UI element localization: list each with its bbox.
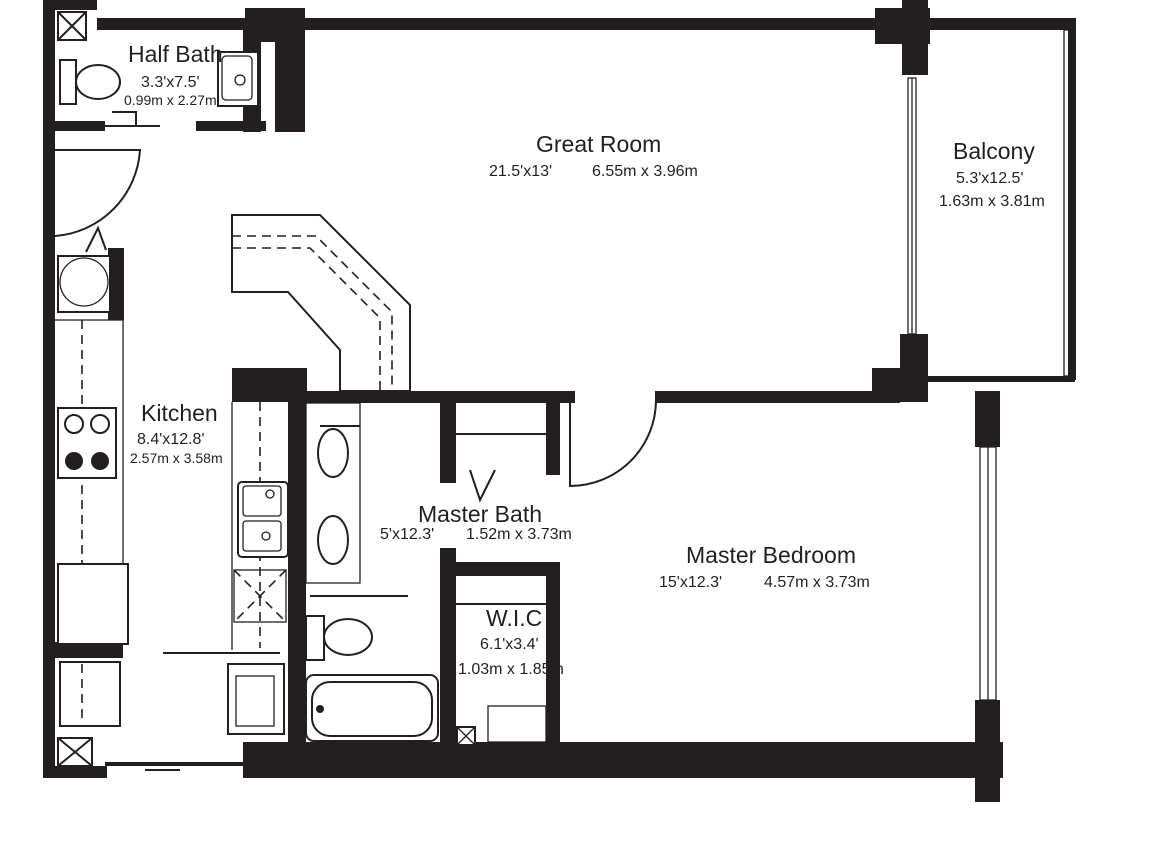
master-bedroom-name: Master Bedroom xyxy=(686,542,857,568)
bar-counter xyxy=(231,214,411,392)
stove-icon xyxy=(57,407,117,479)
shaft-icon xyxy=(57,11,476,767)
kitchen-imperial: 8.4'x12.8' xyxy=(137,431,205,448)
wic-name: W.I.C xyxy=(486,605,543,631)
half-bath-name: Half Bath xyxy=(128,41,223,67)
great-room-imperial: 21.5'x13' xyxy=(489,163,553,180)
great-room-metric: 6.55m x 3.96m xyxy=(592,163,698,180)
windows xyxy=(292,29,1073,701)
kitchen-metric: 2.57m x 3.58m xyxy=(130,450,223,466)
wic-metric: 1.03m x 1.85m xyxy=(458,661,564,678)
washer-icon xyxy=(57,225,111,313)
master-bath-metric: 1.52m x 3.73m xyxy=(466,526,572,543)
walls xyxy=(43,0,1076,802)
half-bath-imperial: 3.3'x7.5' xyxy=(141,74,200,91)
balcony-imperial: 5.3'x12.5' xyxy=(956,170,1024,187)
great-room-name: Great Room xyxy=(536,131,662,157)
toilet-icon xyxy=(59,59,373,661)
master-bath-name: Master Bath xyxy=(418,501,542,527)
dishwasher-icon xyxy=(233,569,287,623)
balcony-name: Balcony xyxy=(953,138,1035,164)
master-bedroom-imperial: 15'x12.3' xyxy=(659,574,723,591)
half-bath-metric: 0.99m x 2.27m xyxy=(124,92,217,108)
doors xyxy=(46,111,657,771)
wic-imperial: 6.1'x3.4' xyxy=(480,636,539,653)
balcony-metric: 1.63m x 3.81m xyxy=(939,193,1045,210)
kitchen-name: Kitchen xyxy=(141,400,218,426)
wic-shelf xyxy=(487,590,556,743)
half-bath-sink-icon xyxy=(217,51,259,107)
dryer-icon xyxy=(59,661,285,735)
master-bath-fixtures xyxy=(305,402,496,742)
fridge-icon xyxy=(57,563,129,645)
master-bedroom-metric: 4.57m x 3.73m xyxy=(764,574,870,591)
sink-icon xyxy=(237,481,289,558)
master-bath-imperial: 5'x12.3' xyxy=(380,526,435,543)
